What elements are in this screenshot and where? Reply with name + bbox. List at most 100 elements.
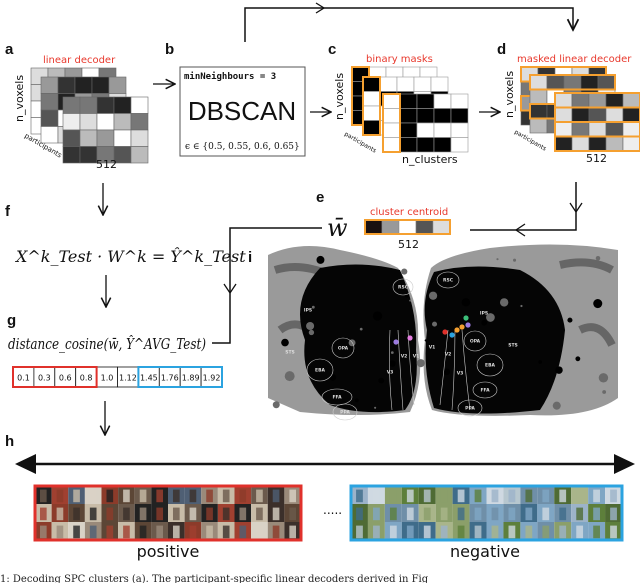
roi-outline-rsc: [436, 271, 460, 289]
roi-outline-ppa: [332, 403, 358, 421]
matrix-cell: [379, 76, 398, 92]
panel-label-a: a: [5, 41, 14, 58]
activation-blob: [481, 319, 488, 326]
distance-value: 1.12: [119, 374, 137, 383]
thumbnail-subject: [89, 507, 97, 521]
thumbnail-subject: [406, 525, 414, 539]
thumbnail-subject: [406, 507, 414, 521]
thumbnail-subject: [474, 507, 482, 521]
activation-blob: [538, 360, 543, 364]
thumbnail-subject: [423, 507, 431, 521]
masked-decoder-title: masked linear decoder: [517, 54, 632, 65]
matrix-cell: [362, 120, 381, 136]
thumbnail-subject: [593, 507, 600, 521]
thumbnail-subject: [189, 525, 197, 539]
thumbnail-subject: [457, 507, 465, 521]
matrix-cell: [79, 96, 98, 114]
activation-blob: [308, 329, 315, 336]
thumbnail-subject: [139, 525, 147, 539]
thumbnail-subject: [106, 507, 114, 521]
matrix-cell: [529, 74, 548, 90]
thumbnail-subject: [73, 489, 80, 503]
arrowhead-down-g: [223, 283, 237, 295]
thumbnail-subject: [457, 489, 465, 503]
activation-blob: [428, 291, 438, 300]
thumbnail-subject: [56, 507, 64, 521]
thumbnail-subject: [256, 525, 263, 539]
centroid-cell: [398, 219, 417, 235]
arrowhead-down-d: [569, 202, 583, 214]
distance-value: 1.0: [101, 374, 114, 383]
thumbnail-subject: [73, 525, 80, 539]
matrix-cell: [529, 103, 548, 119]
negative-label: negative: [450, 542, 520, 561]
positive-image-grid: [33, 484, 303, 542]
cluster-marker: [393, 339, 399, 345]
thumbnail-subject: [389, 489, 397, 503]
image-grid-border: [33, 484, 303, 542]
matrix-cell: [130, 113, 149, 131]
sulcus-band: [578, 323, 616, 347]
roi-outline-opa: [331, 337, 355, 359]
thumbnail-subject: [156, 525, 164, 539]
roi-label-v2: V2: [401, 354, 408, 360]
roi-label-eba: EBA: [485, 363, 496, 369]
thumbnail-subject: [559, 525, 567, 539]
roi-label-v2: V2: [445, 352, 452, 358]
distance-value: 1.92: [203, 374, 221, 383]
matrix-cell: [399, 122, 418, 138]
matrix-cell: [416, 122, 435, 138]
thumbnail-subject: [256, 507, 263, 521]
matrix-cell: [96, 113, 115, 131]
cluster-marker: [449, 332, 455, 338]
matrix-cell: [362, 91, 381, 107]
roi-label-sts: STS: [508, 343, 518, 349]
prediction-formula: X^k_Test · W^k = Ŷ^k_Test: [14, 246, 246, 266]
thumbnail-subject: [56, 489, 64, 503]
roi-outline-ffa: [321, 388, 353, 406]
activation-blob: [354, 398, 359, 403]
n-voxels-axis-d: n_voxels: [503, 71, 516, 118]
roi-label-ppa: PPA: [465, 406, 475, 412]
thumbnail-subject: [289, 507, 297, 521]
matrix-cell: [622, 136, 640, 152]
visual-area-boundary: [461, 329, 471, 411]
activation-blob: [486, 313, 495, 322]
binary-mask-matrices: [351, 66, 469, 153]
thumbnail-subject: [525, 525, 533, 539]
thumbnail-subject: [289, 525, 297, 539]
activation-blob: [374, 406, 377, 409]
activation-blob: [424, 339, 427, 342]
matrix-cell: [416, 137, 435, 153]
positive-group-border: [12, 366, 98, 388]
matrix-cell: [57, 76, 76, 94]
activation-blob: [311, 305, 315, 309]
activation-blob: [329, 374, 337, 381]
visual-area-boundary: [439, 329, 449, 406]
matrix-cell: [622, 121, 640, 137]
mask-column-highlight: [382, 93, 401, 153]
thumbnail-subject: [356, 525, 363, 539]
epsilon-param: ϵ ∈ {0.5, 0.55, 0.6, 0.65}: [185, 142, 300, 152]
n-voxels-axis-a: n_voxels: [13, 75, 26, 122]
dbscan-box: [179, 66, 306, 157]
thumbnail-subject: [272, 507, 280, 521]
matrix-cell: [74, 76, 93, 94]
matrix-cell: [554, 107, 573, 123]
thumbnail-subject: [423, 489, 431, 503]
arrowhead-left-e: [514, 223, 526, 237]
cluster-centroid-vector: [364, 219, 451, 235]
thumbnail-subject: [123, 489, 130, 503]
roi-label-sts: STS: [285, 350, 295, 356]
dbscan-title: DBSCAN: [188, 96, 296, 126]
thumbnail-subject: [373, 507, 380, 521]
thumbnail-subject: [440, 525, 448, 539]
roi-label-eba: EBA: [315, 368, 326, 374]
matrix-cell: [416, 93, 435, 109]
thumbnail-subject: [289, 489, 297, 503]
n-clusters-axis: n_clusters: [402, 153, 458, 166]
panel-label-g: g: [7, 312, 16, 329]
matrix-cell: [588, 92, 607, 108]
